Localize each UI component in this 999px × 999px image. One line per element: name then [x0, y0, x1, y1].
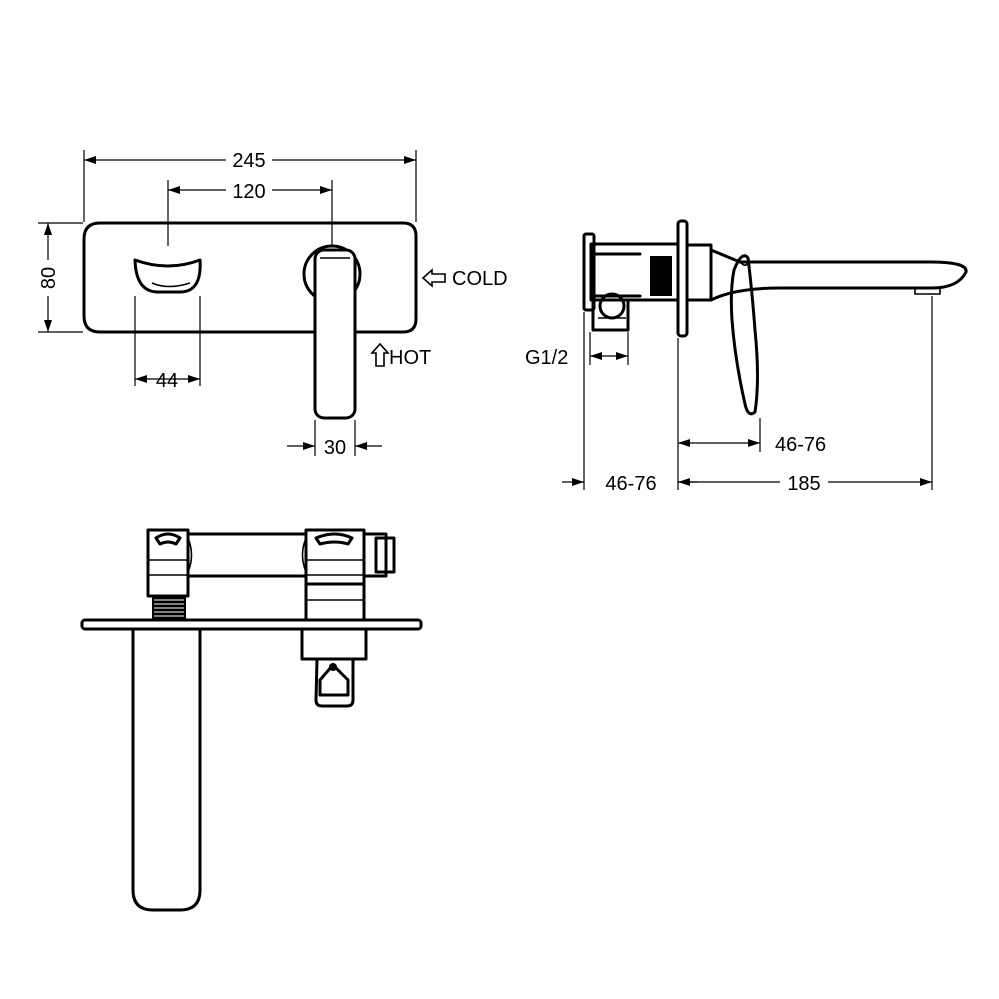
- front-dimensions: 245 120 80 44 30 COLD: [38, 150, 508, 459]
- dim-handle-width: 30: [324, 437, 346, 459]
- dim-wall-depth-left: 46-76: [605, 473, 656, 495]
- top-view: [80, 528, 423, 912]
- side-spout: [709, 248, 968, 302]
- top-cross-pipe: [186, 532, 308, 578]
- dim-plate-height: 80: [38, 267, 60, 289]
- side-lever: [729, 254, 759, 416]
- hot-label: HOT: [389, 347, 431, 369]
- dim-inlet-thread: G1/2: [525, 347, 568, 369]
- front-view: [82, 221, 418, 420]
- front-wall-plate: [82, 221, 418, 334]
- cold-label: COLD: [452, 268, 508, 290]
- side-flange: [582, 232, 596, 312]
- front-spout-outlet: [133, 258, 202, 294]
- hot-arrow-icon: [370, 342, 390, 367]
- top-handle: [314, 657, 355, 708]
- dim-outlet-width: 44: [156, 370, 178, 392]
- front-handle-lever: [315, 250, 355, 418]
- dim-wall-depth-right: 46-76: [775, 434, 826, 456]
- cold-arrow-icon: [421, 268, 446, 288]
- top-spout: [131, 627, 202, 912]
- dim-outlet-to-handle: 120: [232, 181, 265, 203]
- side-inlet: [591, 298, 630, 332]
- side-view: [582, 219, 968, 416]
- dim-overall-width: 245: [232, 150, 265, 172]
- top-cold-inlet: [362, 532, 388, 578]
- side-dimensions: G1/2 46-76 46-76 185: [525, 296, 933, 495]
- front-spout-outlet-inner: [151, 282, 191, 288]
- top-wall-plate: [80, 618, 423, 631]
- dim-projection: 185: [787, 473, 820, 495]
- top-left-elbow: [146, 528, 190, 598]
